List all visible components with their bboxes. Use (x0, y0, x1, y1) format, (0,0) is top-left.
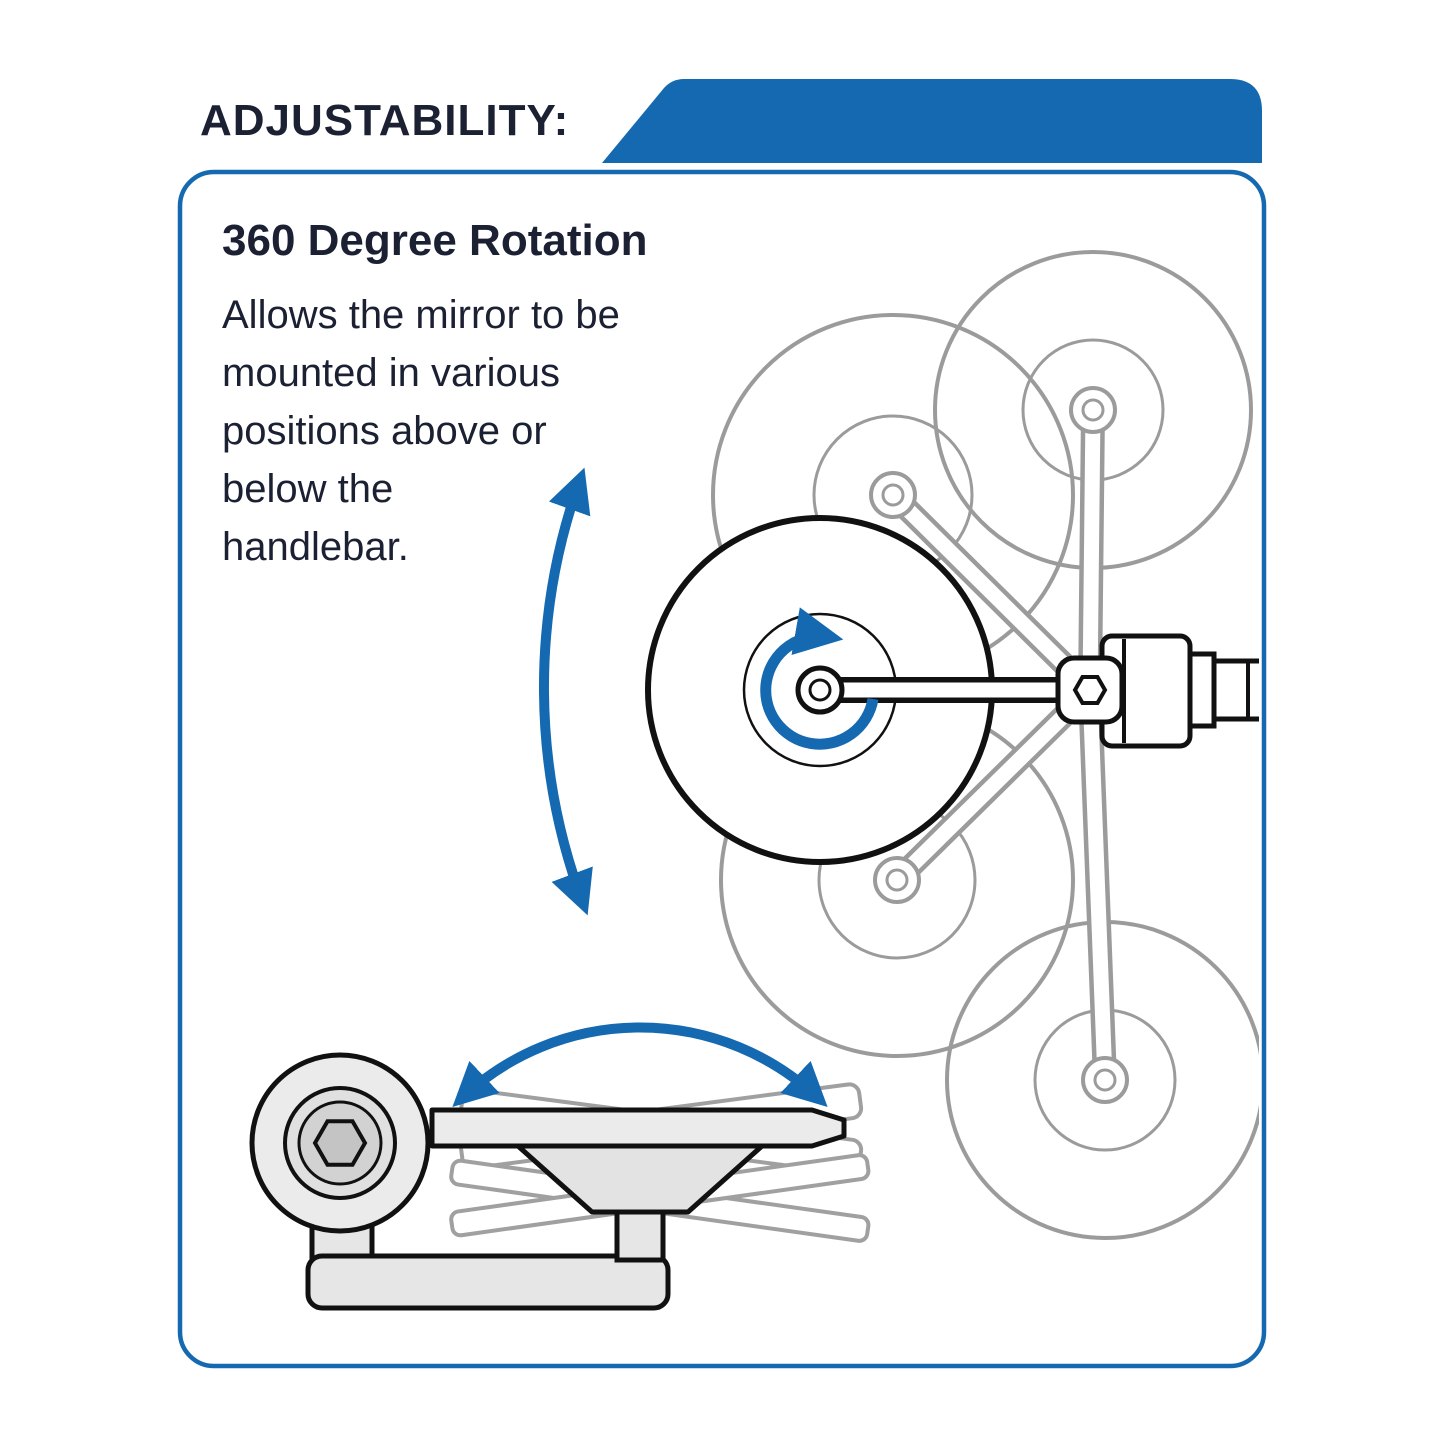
description-line: below the (222, 467, 394, 511)
hex-socket-icon (312, 1119, 368, 1167)
ball-joint (249, 1052, 431, 1234)
ghost-hubs (869, 386, 1129, 1104)
description-line: positions above or (222, 409, 547, 453)
pivot-joint (1055, 655, 1125, 725)
swing-arc-icon (539, 467, 593, 916)
description-line: mounted in various (222, 351, 560, 395)
rotation-diagram (539, 250, 1259, 1240)
handlebar-clamp (1099, 633, 1217, 749)
main-hub (795, 665, 845, 715)
description-line: Allows the mirror to be (222, 293, 620, 337)
side-view-diagram (249, 1022, 871, 1311)
page-title: ADJUSTABILITY: (200, 96, 570, 145)
banner-shape (602, 79, 1262, 163)
ghost-arms (881, 398, 1117, 1092)
mirror-edge (429, 1107, 847, 1149)
rotation-arrow-icon (760, 607, 879, 750)
description-line: handlebar. (222, 525, 409, 569)
feature-title: 360 Degree Rotation (222, 216, 648, 265)
swivel-arc-icon (452, 1022, 828, 1108)
handlebar (1211, 658, 1259, 722)
feature-description: Allows the mirror to be mounted in vario… (222, 286, 620, 576)
